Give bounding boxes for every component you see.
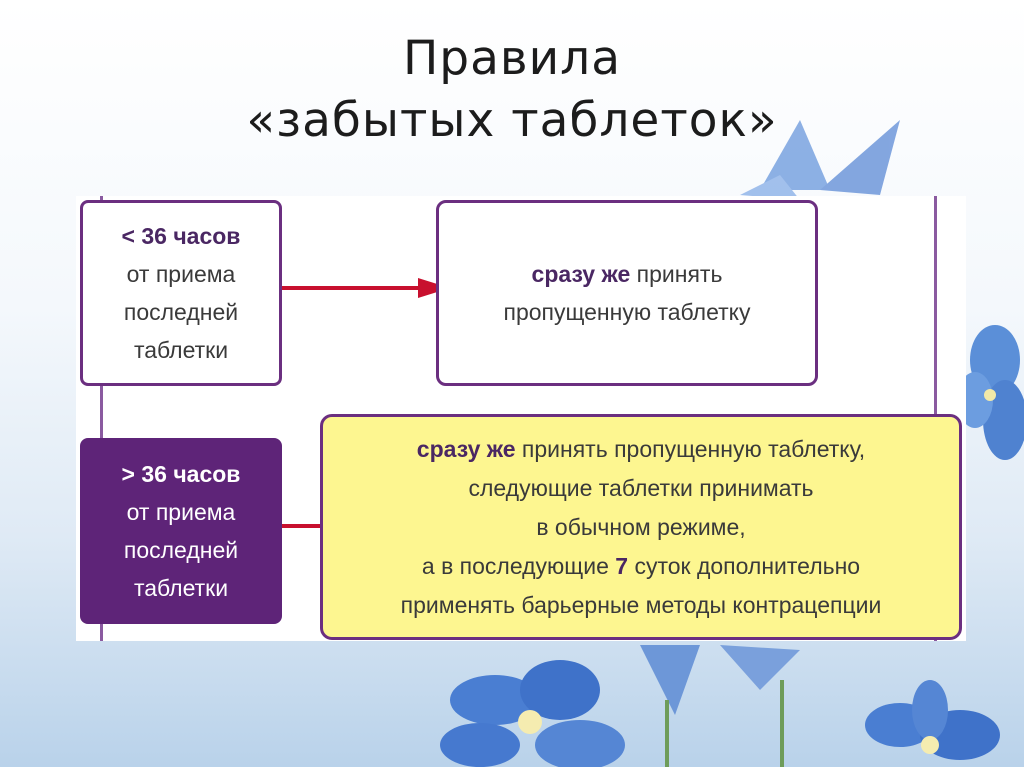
action-line: в обычном режиме, xyxy=(536,513,746,540)
condition-box-under-36h: < 36 часов от приема последней таблетки xyxy=(80,200,282,386)
page-title: Правила «забытых таблеток» xyxy=(0,28,1024,152)
rules-panel: < 36 часов от приема последней таблетки … xyxy=(76,196,966,641)
action-text: принять xyxy=(630,261,723,287)
condition-line: от приема xyxy=(126,261,236,287)
action-line: применять барьерные методы контрацепции xyxy=(400,591,882,618)
action-line: пропущенную таблетку xyxy=(503,299,751,325)
action-emphasis: сразу же xyxy=(416,435,516,462)
divider-line-left xyxy=(100,196,103,641)
condition-threshold: > 36 часов xyxy=(121,461,241,487)
condition-line: последней xyxy=(123,299,239,325)
action-text: суток дополнительно xyxy=(628,552,861,579)
title-line-2: «забытых таблеток» xyxy=(246,93,778,148)
action-box-over-36h: сразу же принять пропущенную таблетку, с… xyxy=(320,414,962,640)
action-line: следующие таблетки принимать xyxy=(468,474,814,501)
action-box-under-36h: сразу же принять пропущенную таблетку xyxy=(436,200,818,386)
arrow-right-icon xyxy=(282,278,450,298)
action-line: а в последующие 7 суток дополнительно xyxy=(422,547,860,586)
condition-threshold: < 36 часов xyxy=(121,223,241,249)
flower-icon xyxy=(740,120,900,200)
condition-line: таблетки xyxy=(133,575,229,601)
condition-box-over-36h: > 36 часов от приема последней таблетки xyxy=(80,438,282,624)
days-count: 7 xyxy=(615,552,629,579)
flower-icon xyxy=(957,325,1024,460)
condition-line: таблетки xyxy=(133,337,229,363)
action-emphasis: сразу же xyxy=(531,261,631,287)
flower-icon xyxy=(640,645,800,767)
flower-icon xyxy=(865,680,1000,760)
condition-line: последней xyxy=(123,537,239,563)
condition-line: от приема xyxy=(126,499,236,525)
title-line-1: Правила xyxy=(402,31,622,86)
action-text: а в последующие xyxy=(421,552,616,579)
action-text: принять пропущенную таблетку, xyxy=(515,435,866,462)
action-line: сразу же принять xyxy=(532,255,723,293)
action-line: сразу же принять пропущенную таблетку, xyxy=(417,430,865,469)
flower-icon xyxy=(440,660,625,767)
